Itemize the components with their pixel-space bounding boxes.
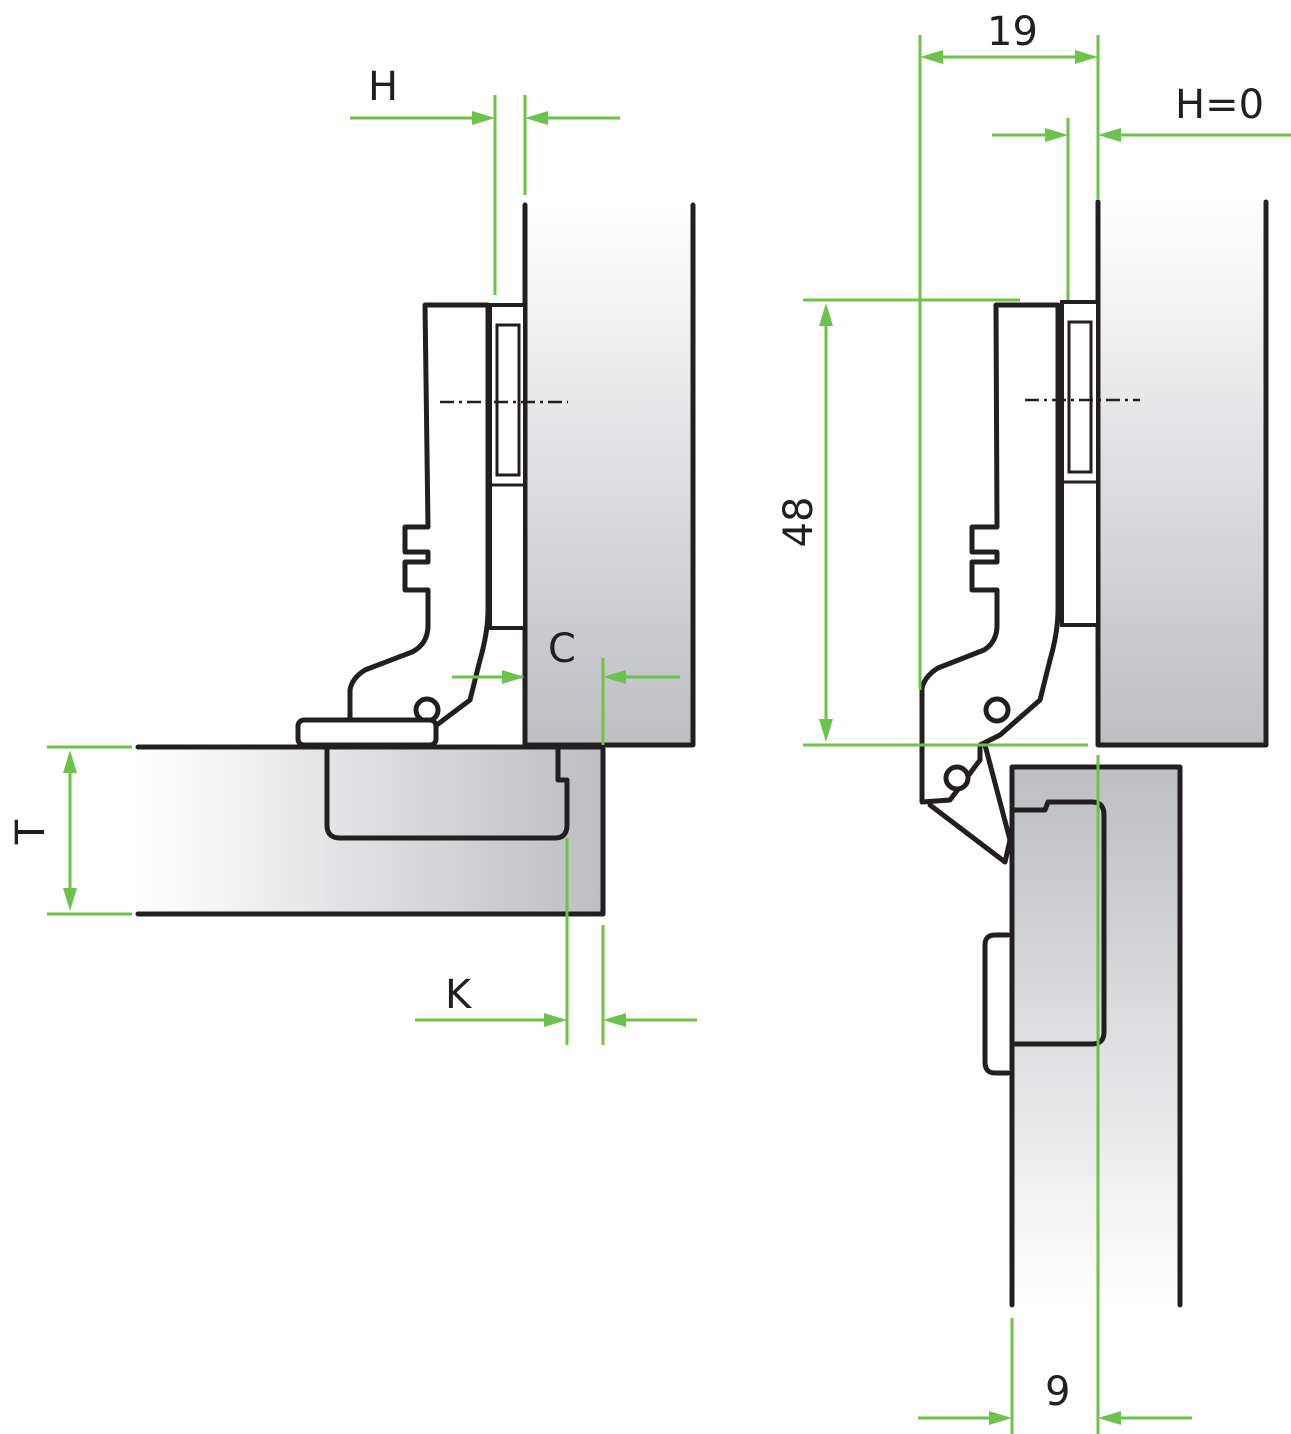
left-hinge-cup	[324, 745, 570, 841]
right-mounting-plate	[1060, 300, 1100, 627]
left-door-panel	[138, 747, 603, 914]
left-hinge-arm	[347, 302, 491, 733]
right-cup-flange	[982, 932, 1011, 1076]
right-view: 19 H=0 48 9	[776, 9, 1291, 1434]
label-c: C	[548, 626, 576, 672]
left-cabinet-panel	[525, 205, 693, 745]
label-19: 19	[987, 9, 1038, 55]
label-9: 9	[1045, 1369, 1070, 1415]
right-cabinet-panel	[1098, 202, 1266, 745]
dim-h: H	[350, 64, 620, 295]
dim-h-zero: H=0	[992, 82, 1291, 300]
dim-19: 19	[918, 9, 1100, 690]
dim-48: 48	[776, 298, 1088, 747]
label-h-zero: H=0	[1175, 82, 1264, 128]
right-hinge-arm	[919, 302, 1061, 805]
label-t: T	[8, 819, 54, 845]
dim-t: T	[8, 745, 132, 916]
left-hinge-cup-flange	[295, 717, 439, 748]
right-pivot-circle-upper	[983, 696, 1011, 724]
dim-9: 9	[918, 755, 1192, 1434]
dim-k: K	[415, 838, 697, 1045]
label-48: 48	[776, 497, 822, 548]
label-k: K	[445, 972, 473, 1018]
dim-c: C	[452, 626, 680, 745]
right-pivot-circle-lower	[943, 764, 971, 792]
right-door-panel	[1012, 767, 1180, 1305]
left-view: H C T K	[8, 64, 697, 1045]
label-h: H	[368, 64, 398, 110]
